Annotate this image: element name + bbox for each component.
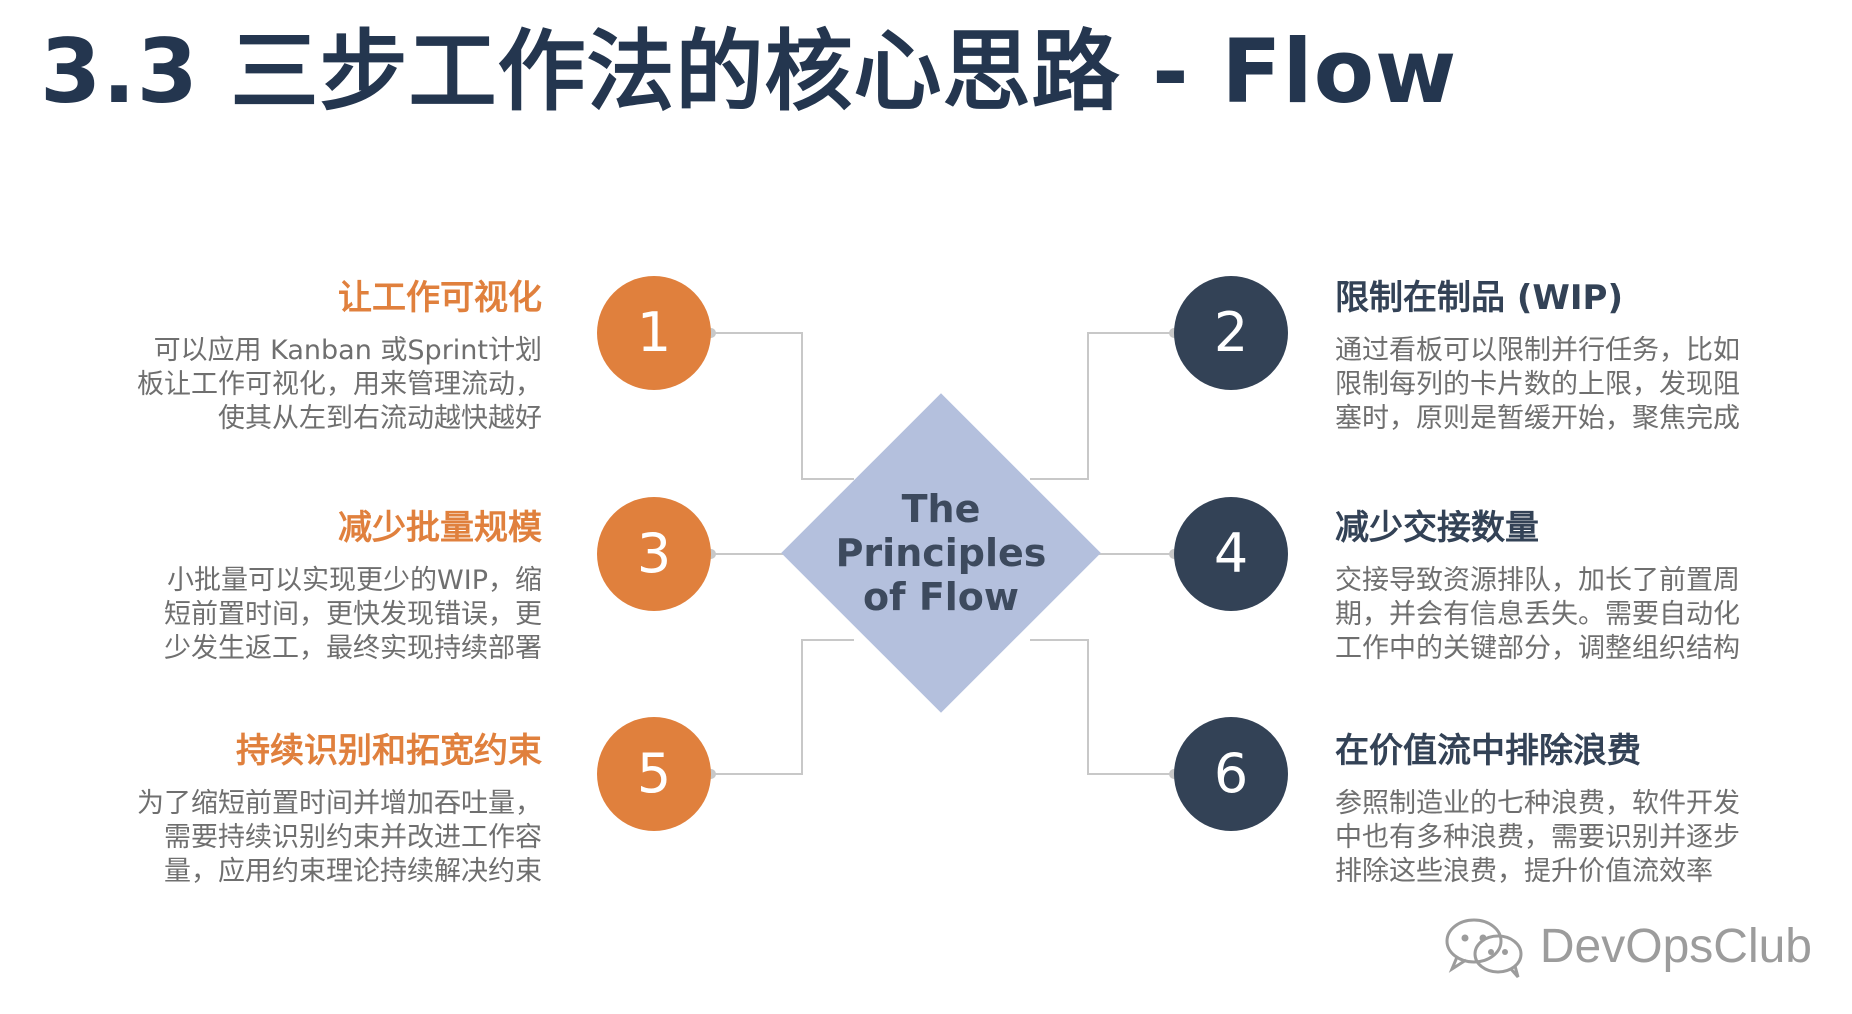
item-body-5: 为了缩短前置时间并增加吞吐量， 需要持续识别约束并改进工作容 量，应用约束理论持… <box>137 788 542 887</box>
item-body-3: 小批量可以实现更少的WIP，缩 短前置时间，更快发现错误，更 少发生返工，最终实… <box>164 565 542 664</box>
item-heading-5: 持续识别和拓宽约束 <box>236 731 542 771</box>
center-diamond: The Principles of Flow <box>781 393 1101 713</box>
step-circle-5: 5 <box>597 717 711 831</box>
connector-2 <box>1030 332 1174 480</box>
item-heading-3: 减少批量规模 <box>338 508 542 548</box>
center-label: The Principles of Flow <box>835 487 1047 619</box>
item-body-2: 通过看板可以限制并行任务，比如 限制每列的卡片数的上限，发现阻 塞时，原则是暂缓… <box>1335 335 1740 434</box>
item-body-4: 交接导致资源排队，加长了前置周 期，并会有信息丢失。需要自动化 工作中的关键部分… <box>1335 565 1740 664</box>
step-circle-1: 1 <box>597 276 711 390</box>
step-circle-2: 2 <box>1174 276 1288 390</box>
item-heading-1: 让工作可视化 <box>338 278 542 318</box>
wechat-icon <box>1445 918 1523 978</box>
item-heading-2: 限制在制品 (WIP) <box>1335 278 1623 318</box>
step-circle-6: 6 <box>1174 717 1288 831</box>
item-heading-6: 在价值流中排除浪费 <box>1335 731 1641 771</box>
item-body-6: 参照制造业的七种浪费，软件开发 中也有多种浪费，需要识别并逐步 排除这些浪费，提… <box>1335 788 1740 887</box>
page-title: 3.3 三步工作法的核心思路 - Flow <box>40 20 1458 123</box>
watermark-text: DevOpsClub <box>1539 920 1812 973</box>
watermark: DevOpsClub <box>1442 914 1812 980</box>
item-body-1: 可以应用 Kanban 或Sprint计划 板让工作可视化，用来管理流动， 使其… <box>137 335 542 434</box>
step-circle-4: 4 <box>1174 497 1288 611</box>
connector-6 <box>1030 639 1174 775</box>
connector-5 <box>711 639 854 775</box>
step-circle-3: 3 <box>597 497 711 611</box>
item-heading-4: 减少交接数量 <box>1335 508 1539 548</box>
connector-1 <box>711 332 854 480</box>
